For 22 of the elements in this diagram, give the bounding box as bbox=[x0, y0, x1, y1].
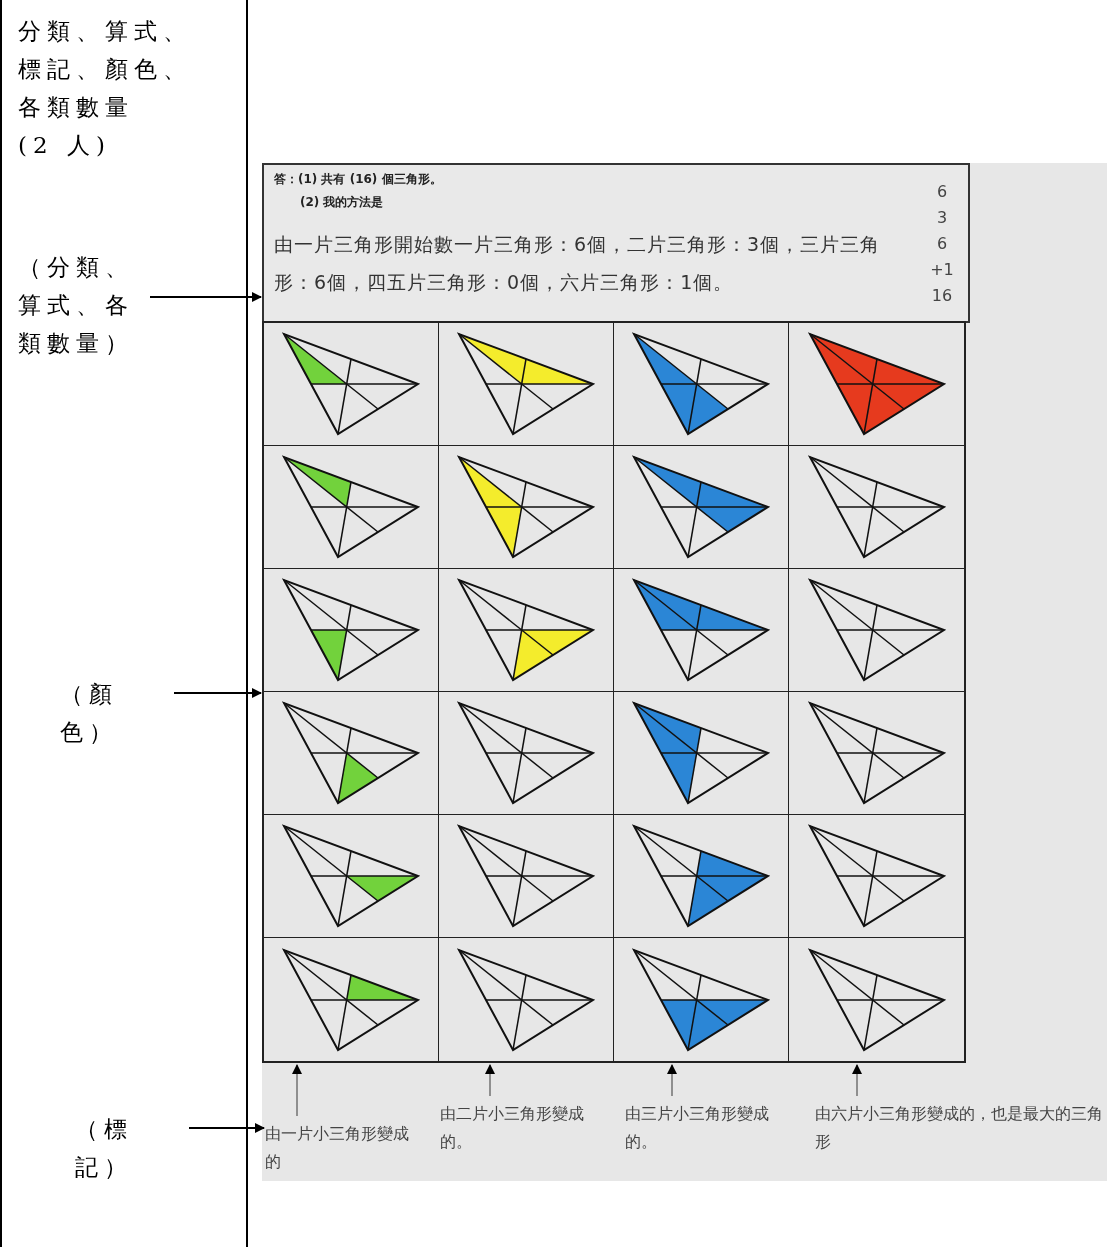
side-note: （顏色） bbox=[60, 680, 119, 747]
arrow bbox=[485, 1064, 495, 1097]
handwritten-note: 由二片小三角形變成的。 bbox=[440, 1103, 585, 1153]
side-note: （標記） bbox=[75, 1115, 134, 1182]
arrow bbox=[173, 688, 262, 698]
arrow bbox=[149, 292, 262, 302]
arrow bbox=[292, 1064, 302, 1117]
arrow bbox=[667, 1064, 677, 1097]
side-note: （分類、算式、各類數量） bbox=[18, 253, 135, 358]
cell-text: (2 人) bbox=[18, 131, 112, 160]
arrow bbox=[852, 1064, 862, 1097]
arrow bbox=[188, 1123, 265, 1133]
answer-box bbox=[262, 163, 970, 323]
cell-text: 分類、算式、標記、顏色、各類數量 bbox=[18, 17, 193, 122]
handwritten-note: 由三片小三角形變成的。 bbox=[625, 1103, 770, 1153]
sum-calculation: 6 3 6 +1 16 bbox=[929, 181, 955, 307]
answer-text: 答：(1) 共有 (16) 個三角形。 bbox=[274, 171, 443, 188]
handwritten-note: 由六片小三角形變成的，也是最大的三角形 bbox=[815, 1103, 1104, 1153]
method-text: (2) 我的方法是 bbox=[300, 194, 385, 211]
handwritten-text: 由一片三角形開始數一片三角形：6個，二片三角形：3個，三片三角形：6個，四五片三角形：0個，六片三角形：1個。 bbox=[274, 232, 882, 295]
handwritten-note: 由一片小三角形變成的 bbox=[265, 1123, 410, 1173]
triangle-grid bbox=[262, 321, 966, 1063]
